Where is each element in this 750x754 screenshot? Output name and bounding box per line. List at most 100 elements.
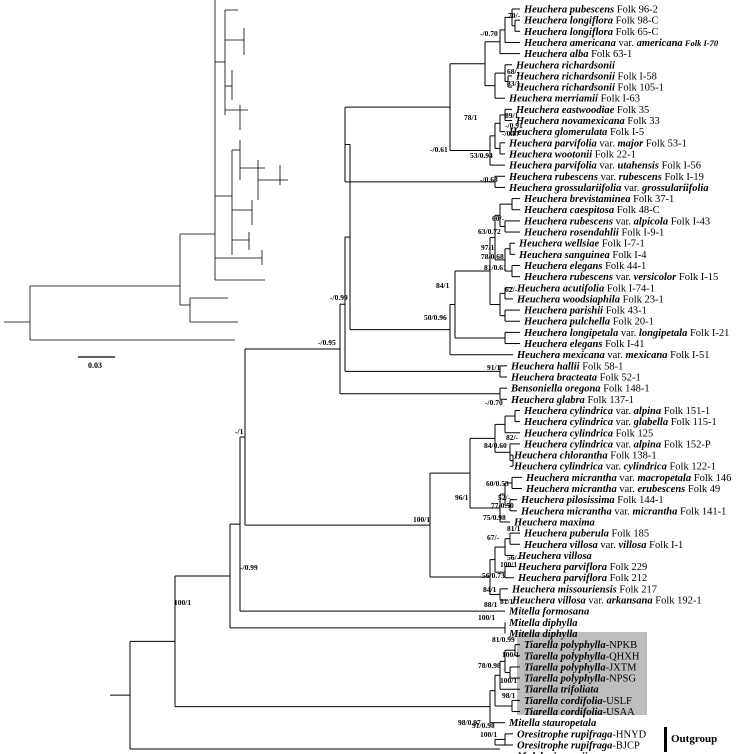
taxon-label: Heuchera cylindrica var. alpina Folk 151… (523, 406, 710, 417)
taxon-label: Heuchera parviflora Folk 212 (517, 573, 647, 584)
taxon-label: Heuchera puberula Folk 185 (523, 529, 649, 540)
taxon-label: Heuchera bracteata Folk 52-1 (510, 373, 641, 384)
taxon-label: Heuchera pubescens Folk 96-2 (523, 5, 658, 16)
taxon-label: Heuchera acutifolia Folk I-74-1 (516, 283, 655, 294)
taxon-label: Heuchera cylindrica var. glabella Folk 1… (523, 417, 717, 428)
taxon-label: Heuchera rosendahlii Folk I-9-1 (523, 228, 664, 239)
taxon-label: Heuchera chlorantha Folk 138-1 (513, 451, 657, 462)
taxon-label: Heuchera maxima (513, 517, 595, 528)
taxon-label: Mukdenia rossii (516, 752, 587, 754)
support-value: 96/1 (455, 493, 469, 502)
taxon-label: Heuchera missouriensis Folk 217 (511, 584, 657, 595)
support-value: 68/- (507, 67, 520, 76)
taxon-label: Heuchera pulchella Folk 20-1 (523, 317, 654, 328)
taxon-label: Heuchera parviflora Folk 229 (517, 562, 647, 573)
support-value: 100/1 (480, 730, 497, 739)
support-value: -/0.91 (505, 121, 523, 130)
taxon-label: Heuchera elegans Folk I-41 (523, 339, 644, 350)
support-value: 60/- (492, 214, 505, 223)
support-value: 91/1 (487, 363, 501, 372)
taxon-label: Tiarella cordifolia-USLF (524, 696, 632, 707)
support-value: 78/1 (464, 113, 478, 122)
support-value: -/0.61 (430, 145, 448, 154)
support-value: 100/1 (174, 598, 191, 607)
taxon-label: Heuchera richardsonii Folk I-58 (515, 71, 657, 82)
support-value: 82/- (506, 433, 519, 442)
taxon-label: Heuchera wootonii Folk 22-1 (508, 149, 636, 160)
taxon-label: Heuchera parvifolia var. utahensis Folk … (508, 161, 701, 172)
support-value: -/0.63 (480, 175, 498, 184)
taxon-label: Heuchera alba Folk 63-1 (523, 49, 632, 60)
taxon-label: Mitella diphylla (508, 618, 578, 629)
support-value: 84/1 (436, 281, 450, 290)
taxon-label: Heuchera cylindrica var. alpina Folk 152… (523, 439, 711, 450)
cladogram-branches (110, 8, 522, 750)
taxon-label: Oresitrophe rupifraga-HNYD (517, 729, 647, 740)
tiarella-highlight (517, 632, 647, 715)
support-value: -/0.99 (330, 293, 348, 302)
taxon-label: Heuchera eastwoodiae Folk 35 (515, 105, 649, 116)
taxon-label: Heuchera rubescens var. rubescens Folk I… (508, 172, 704, 183)
support-value: -/0.95 (318, 338, 336, 347)
support-value: 97/1 (481, 243, 495, 252)
support-value: 100/1 (502, 650, 519, 659)
taxon-label: Heuchera grossulariifolia var. grossular… (508, 183, 709, 194)
taxon-label: Heuchera richardsonii Folk 105-1 (515, 83, 664, 94)
support-value: 81/1 (500, 597, 514, 606)
taxon-label: Heuchera glomerulata Folk I-5 (508, 127, 644, 138)
support-value: 81/1 (507, 524, 521, 533)
support-value: 75/0.98 (483, 513, 506, 522)
taxon-label: Heuchera wellsiae Folk I-7-1 (518, 239, 645, 250)
taxon-label: Heuchera rubescens var. alpicola Folk I-… (523, 216, 710, 227)
support-value: -/0.87 (502, 129, 520, 138)
support-value: 52/- (498, 493, 511, 502)
taxon-label: Heuchera elegans Folk 44-1 (523, 261, 646, 272)
outgroup-label: Outgroup (671, 733, 717, 745)
taxon-label: Heuchera novamexicana Folk 33 (515, 116, 660, 127)
taxon-label: Tiarella polyphylla-NPKB (524, 640, 637, 651)
support-value: 89/1 (505, 111, 519, 120)
support-value: 81/0.61 (484, 263, 507, 272)
support-value: 84/1 (483, 585, 497, 594)
support-values: 70/--/0.7068/-83/189/1-/0.91-/0.8778/153… (174, 11, 523, 739)
support-value: 50/0.96 (424, 313, 447, 322)
taxon-label: Heuchera brevistaminea Folk 37-1 (523, 194, 674, 205)
taxon-label: Tiarella polyphylla-NPSG (524, 674, 636, 685)
support-value: -/0.70 (480, 29, 498, 38)
taxon-label: Heuchera longipetala var. longipetala Fo… (523, 328, 729, 339)
taxon-label: Heuchera villosa (517, 551, 592, 562)
support-value: 60/0.53 (486, 479, 509, 488)
taxon-label: Tiarella cordifolia-USAA (524, 707, 635, 718)
support-value: 67/- (487, 533, 500, 542)
taxon-label: Heuchera glabra Folk 137-1 (510, 395, 634, 406)
taxon-label: Heuchera micrantha var. erubescens Folk … (525, 484, 720, 495)
taxon-label: Oresitrophe rupifraga-BJCP (517, 741, 640, 752)
support-value: 88/1 (484, 600, 498, 609)
taxon-label: Heuchera cylindrica Folk 125 (523, 428, 653, 439)
taxon-label: Heuchera villosa var. villosa Folk I-1 (523, 540, 683, 551)
taxon-label: Heuchera rubescens var. versicolor Folk … (523, 272, 718, 283)
support-value: 70/- (508, 11, 521, 20)
taxon-label: Mitella diphylla (508, 629, 578, 640)
support-value: 98/0.97 (458, 718, 481, 727)
outgroup-bar (664, 727, 667, 752)
scale-bar-label: 0.03 (88, 361, 102, 370)
support-value: 98/1 (502, 691, 516, 700)
taxon-label: Tiarella polyphylla-QHXH (524, 651, 640, 662)
support-value: 91/0.98 (472, 721, 495, 730)
taxon-label: Heuchera richardsonii (515, 60, 615, 71)
taxon-label: Heuchera micrantha var. micrantha Folk 1… (520, 506, 726, 517)
taxon-label: Heuchera sanguinea Folk I-4 (518, 250, 647, 261)
support-value: 100/1 (413, 515, 430, 524)
support-value: 100/1 (500, 676, 517, 685)
support-value: 56/0.73 (482, 571, 505, 580)
support-value: 56/- (507, 553, 520, 562)
taxon-label: Heuchera woodsiaphila Folk 23-1 (516, 294, 664, 305)
taxon-label: Bensoniella oregona Folk 148-1 (510, 384, 650, 395)
taxon-label: Heuchera micrantha var. macropetala Folk… (525, 473, 731, 484)
taxon-label: Heuchera hallii Folk 58-1 (510, 361, 623, 372)
taxon-label: Heuchera villosa var. arkansana Folk 192… (511, 596, 702, 607)
support-value: -/0.70 (485, 398, 503, 407)
support-value: 78/0.98 (478, 661, 501, 670)
